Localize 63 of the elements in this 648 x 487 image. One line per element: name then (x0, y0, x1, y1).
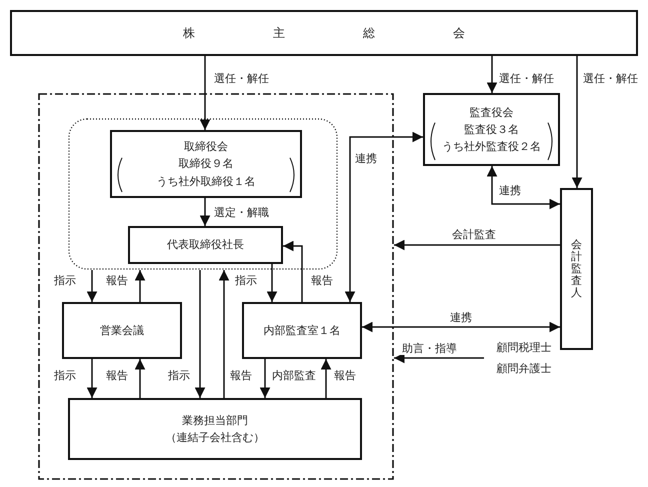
board-box (110, 130, 302, 198)
edge-label: 報告 (332, 369, 358, 382)
edge-label: 報告 (104, 369, 130, 382)
edge-label: 指示 (52, 369, 78, 382)
arrow (134, 359, 146, 398)
arrow (394, 352, 484, 364)
node-title: 取締役会 (184, 139, 228, 156)
arrow (86, 359, 98, 398)
board-group (68, 118, 338, 270)
arrow (200, 56, 210, 130)
node-title: 会計監査人 (571, 238, 582, 300)
node-title: 業務担当部門 (182, 412, 248, 429)
edge-label: 選定・解職 (212, 206, 271, 220)
edge-label: 報告 (309, 274, 335, 288)
meeting-box (10, 10, 638, 56)
arrow (283, 240, 303, 302)
arrow (572, 56, 582, 188)
arrow (260, 359, 270, 398)
node-text: うち社外取締役１名 (156, 174, 256, 190)
arrow (194, 270, 206, 398)
arrow (218, 270, 230, 398)
arrow (200, 198, 210, 226)
node-text: 取締役９名 (178, 156, 234, 172)
edge-label: 選任・解任 (497, 72, 556, 86)
node-text: うち社外監査役２名 (442, 139, 541, 156)
edge-label: 連携 (353, 152, 379, 166)
node-title: 営業会議 (100, 322, 144, 339)
arrow (394, 240, 560, 250)
edge-label: 報告 (104, 274, 130, 288)
edge-label: 報告 (228, 369, 254, 382)
accounting-auditor-box (560, 188, 593, 350)
department-box (68, 398, 362, 460)
arrow (486, 166, 560, 210)
node-text: 顧問弁護士 (496, 361, 552, 377)
arrow (320, 359, 332, 398)
edge-label: 内部監査 (270, 369, 318, 382)
edge-label: 選任・解任 (581, 72, 640, 86)
arrow (362, 322, 560, 332)
node-title: 監査役会 (470, 104, 514, 121)
edge-label: 連携 (497, 184, 523, 198)
meeting-box (62, 302, 182, 359)
company-boundary (38, 93, 394, 480)
node-title: 代表取締役社長 (167, 237, 244, 254)
node-title: 顧問税理士 (496, 340, 552, 356)
edge-label: 指示 (233, 274, 259, 288)
audit-office-box (242, 302, 362, 359)
node-text: 監査役３名 (464, 122, 519, 138)
edge-label: 指示 (166, 369, 192, 382)
arrow (344, 132, 423, 302)
edge-label: 選任・解任 (212, 72, 271, 86)
arrow (134, 270, 146, 302)
node-title: 内部監査室１名 (264, 322, 340, 339)
edge-label: 指示 (52, 274, 78, 288)
president-box (128, 226, 283, 264)
node-text: （連結子会社含む） (166, 430, 264, 446)
auditor-board-box (423, 93, 560, 166)
arrow (86, 270, 98, 302)
arrow (486, 56, 498, 93)
edge-label: 会計監査 (450, 228, 498, 242)
node-title: 株主総会 (182, 24, 543, 42)
edge-label: 連携 (448, 311, 474, 324)
edge-label: 助言・指導 (400, 342, 459, 356)
arrow (266, 264, 278, 302)
